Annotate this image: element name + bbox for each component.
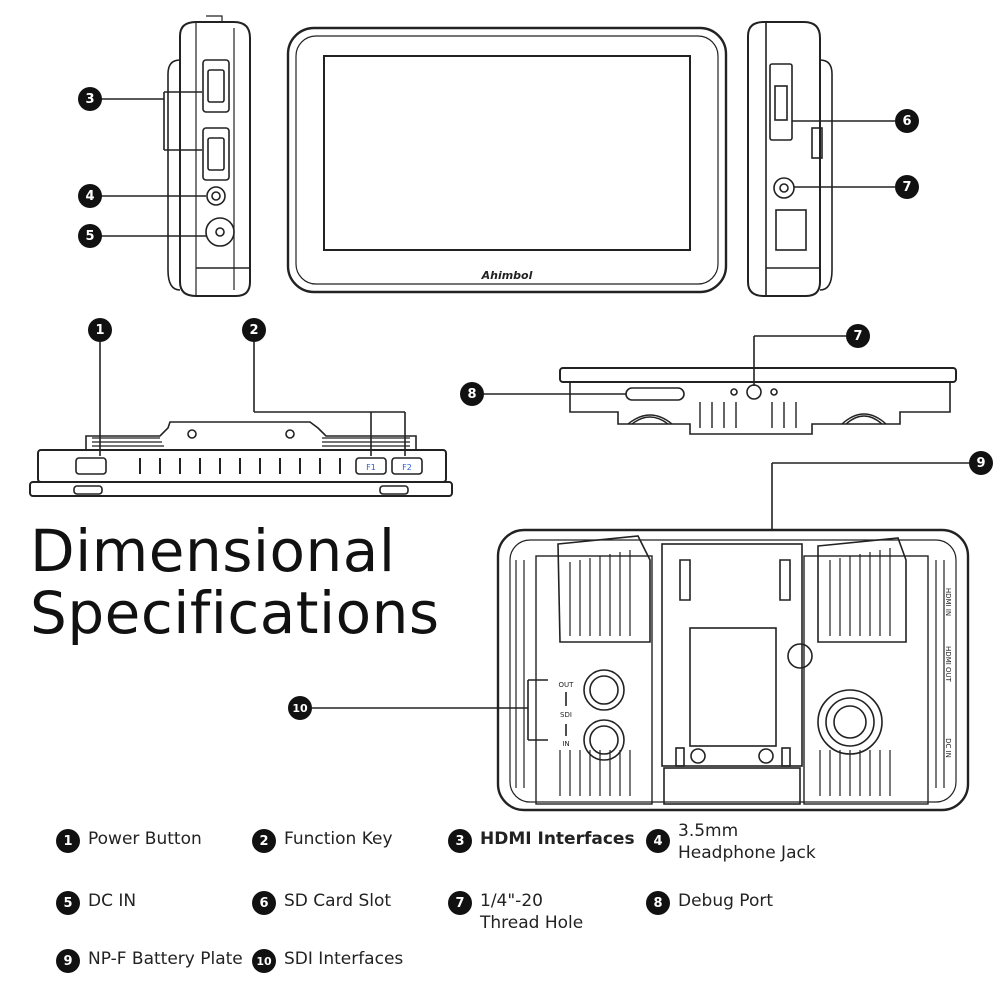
legend-item-sdi-interfaces: 10 SDI Interfaces [252, 948, 403, 973]
callout-10: 10 [288, 696, 312, 720]
callout-8: 8 [460, 382, 484, 406]
legend-label: DC IN [88, 891, 137, 911]
leader-lines [99, 91, 969, 741]
legend-item-battery-plate: 9 NP-F Battery Plate [56, 948, 243, 973]
legend-badge: 1 [56, 829, 80, 853]
callout-1: 1 [88, 318, 112, 342]
legend-badge: 3 [448, 829, 472, 853]
right-side-view [747, 21, 833, 297]
top-view [29, 421, 453, 497]
legend-label: 1/4"-20 [480, 891, 543, 911]
callout-9: 9 [969, 451, 993, 475]
callout-4: 4 [78, 184, 102, 208]
legend-badge: 5 [56, 891, 80, 915]
legend-badge: 9 [56, 949, 80, 973]
dc-in-label: DC IN [944, 738, 952, 758]
sdi-label: SDI [560, 711, 572, 719]
legend-label-line-2: Headphone Jack [678, 843, 816, 863]
bottom-view [559, 367, 957, 435]
callout-3: 3 [78, 87, 102, 111]
legend-badge: 7 [448, 891, 472, 915]
legend-label: Power Button [88, 829, 202, 849]
legend-badge: 6 [252, 891, 276, 915]
legend-label: 3.5mm [678, 821, 739, 841]
legend-label: SD Card Slot [284, 891, 392, 911]
title-line-2: Specifications [30, 579, 440, 647]
legend-item-thread-hole: 7 1/4"-20 Thread Hole [448, 890, 583, 934]
legend-badge: 4 [646, 829, 670, 853]
legend-label: NP-F Battery Plate [88, 949, 243, 969]
callout-7-bottom: 7 [846, 324, 870, 348]
sdi-in-label: IN [562, 740, 569, 748]
callout-6: 6 [895, 109, 919, 133]
left-side-view [167, 15, 251, 297]
legend-item-sd-card-slot: 6 SD Card Slot [252, 890, 391, 915]
page-title: Dimensional Specifications [30, 520, 440, 644]
legend-item-hdmi-interfaces: 3 HDMI Interfaces [448, 828, 635, 853]
hdmi-in-label: HDMI IN [944, 588, 952, 616]
back-view [496, 528, 970, 812]
legend-item-debug-port: 8 Debug Port [646, 890, 773, 915]
front-view [286, 26, 728, 294]
sdi-out-label: OUT [559, 681, 575, 689]
legend-label: HDMI Interfaces [480, 829, 635, 849]
legend-label: Debug Port [678, 891, 774, 911]
legend-item-function-key: 2 Function Key [252, 828, 393, 853]
legend-badge: 8 [646, 891, 670, 915]
title-line-1: Dimensional [30, 517, 396, 585]
button-f2-label: F2 [402, 463, 412, 472]
callout-7-right: 7 [895, 175, 919, 199]
legend-label: Function Key [284, 829, 393, 849]
hdmi-out-label: HDMI OUT [944, 646, 952, 683]
button-f1-label: F1 [366, 463, 376, 472]
legend-badge: 2 [252, 829, 276, 853]
legend-item-headphone-jack: 4 3.5mm Headphone Jack [646, 821, 816, 864]
legend-badge: 10 [252, 949, 276, 973]
brand-logo: Ahimbol [481, 269, 533, 282]
legend-item-power-button: 1 Power Button [56, 828, 202, 853]
callout-2: 2 [242, 318, 266, 342]
callout-5: 5 [78, 224, 102, 248]
legend-item-dc-in: 5 DC IN [56, 890, 136, 915]
legend-label: SDI Interfaces [284, 949, 404, 969]
legend-label-line-2: Thread Hole [480, 913, 584, 933]
